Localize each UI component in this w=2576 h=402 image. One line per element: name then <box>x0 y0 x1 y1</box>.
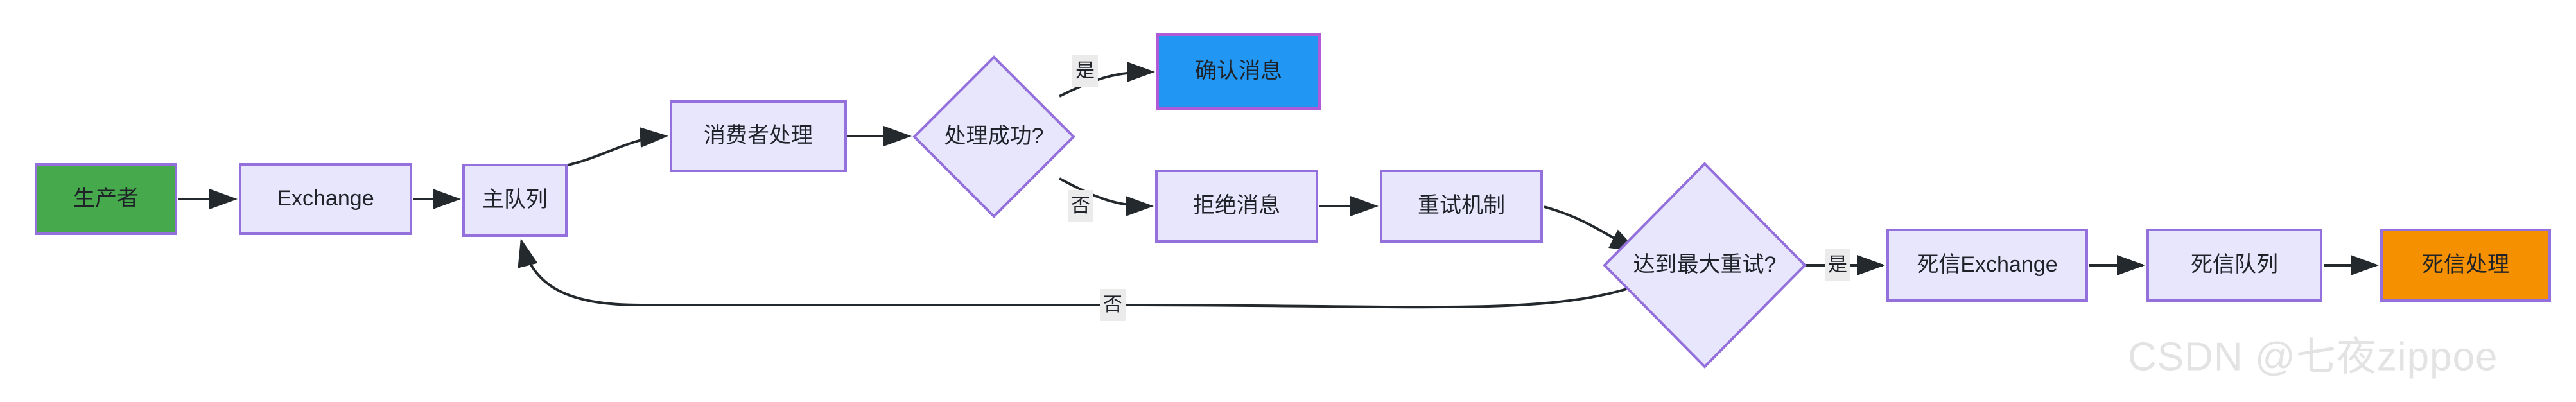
edge-process-success-to-reject-message <box>1059 177 1154 216</box>
node-shape-dlx-exchange <box>1886 229 2088 302</box>
edge-process-success-to-ack-message <box>1059 62 1155 98</box>
node-label-producer: 生产者 <box>73 186 139 211</box>
edge-main-queue-to-consumer-process <box>564 127 668 167</box>
node-label-consumer-process: 消费者处理 <box>704 123 813 148</box>
node-label-dl-handler: 死信处理 <box>2422 252 2509 277</box>
edge-label-e5: 是 <box>1072 55 1098 87</box>
node-shape-ack-message <box>1156 33 1321 110</box>
node-retry-mechanism[interactable]: 重试机制 <box>1380 170 1543 243</box>
node-label-dlx-exchange: 死信Exchange <box>1917 252 2057 277</box>
node-shape-max-retry <box>1603 162 1807 369</box>
edge-label-text-e6: 否 <box>1071 195 1090 216</box>
node-dlq-queue[interactable]: 死信队列 <box>2146 229 2322 302</box>
node-shape-process-success <box>912 55 1075 218</box>
node-shape-reject-message <box>1155 170 1318 243</box>
node-shape-dlq-queue <box>2146 229 2322 302</box>
node-shape-exchange <box>239 163 412 235</box>
edge-label-text-e12: 否 <box>1103 294 1122 315</box>
node-consumer-process[interactable]: 消费者处理 <box>670 100 847 172</box>
node-max-retry[interactable]: 达到最大重试? <box>1603 162 1807 369</box>
node-reject-message[interactable]: 拒绝消息 <box>1155 170 1318 243</box>
node-label-main-queue: 主队列 <box>482 188 548 212</box>
edge-max-retry-to-main-queue <box>518 238 1632 309</box>
node-label-exchange: Exchange <box>277 186 374 211</box>
node-shape-main-queue <box>462 164 568 237</box>
edge-label-bg-e6 <box>1068 190 1093 222</box>
node-shape-producer <box>35 163 177 235</box>
node-dlx-exchange[interactable]: 死信Exchange <box>1886 229 2088 302</box>
node-label-reject-message: 拒绝消息 <box>1193 193 1280 218</box>
edge-retry-mechanism-to-max-retry <box>1544 205 1639 252</box>
node-process-success[interactable]: 处理成功? <box>912 55 1075 218</box>
node-main-queue[interactable]: 主队列 <box>462 164 568 237</box>
node-shape-dl-handler <box>2380 229 2551 302</box>
edge-label-e6: 否 <box>1068 190 1093 222</box>
edge-label-e12: 否 <box>1100 289 1126 321</box>
node-exchange[interactable]: Exchange <box>239 163 412 235</box>
node-label-max-retry: 达到最大重试? <box>1633 252 1777 277</box>
edges-layer <box>178 62 2379 309</box>
edge-label-bg-e9 <box>1825 249 1850 281</box>
node-producer[interactable]: 生产者 <box>35 163 177 235</box>
node-label-ack-message: 确认消息 <box>1195 58 1282 83</box>
csdn-watermark: CSDN @七夜zippoe <box>2128 335 2498 379</box>
edge-label-e9: 是 <box>1825 249 1850 281</box>
edge-label-text-e9: 是 <box>1828 254 1847 275</box>
edge-label-bg-e5 <box>1072 55 1098 87</box>
node-label-retry-mechanism: 重试机制 <box>1418 193 1505 218</box>
node-shape-consumer-process <box>670 100 847 172</box>
node-dl-handler[interactable]: 死信处理 <box>2380 229 2551 302</box>
node-label-dlq-queue: 死信队列 <box>2191 252 2278 277</box>
edge-label-text-e5: 是 <box>1075 60 1095 82</box>
edge-label-bg-e12 <box>1100 289 1126 321</box>
node-shape-retry-mechanism <box>1380 170 1543 243</box>
node-ack-message[interactable]: 确认消息 <box>1156 33 1321 110</box>
node-label-process-success: 处理成功? <box>944 124 1044 148</box>
